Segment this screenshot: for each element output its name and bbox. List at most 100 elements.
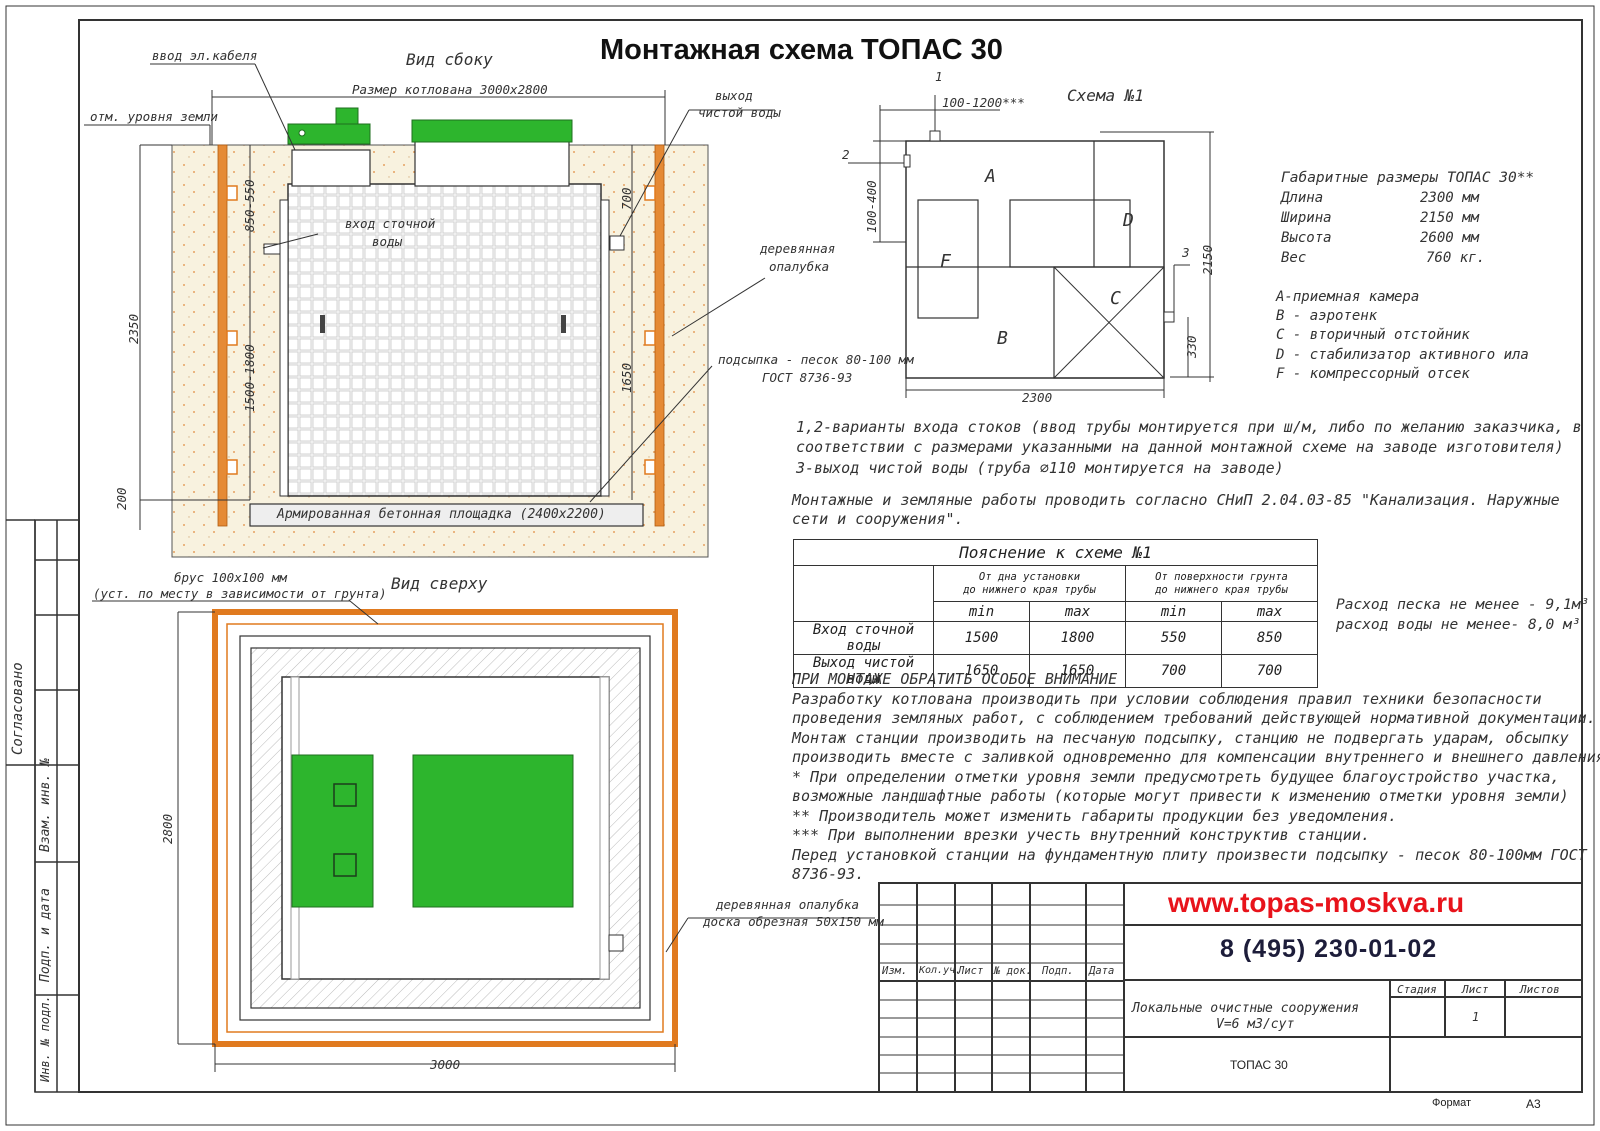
stamp-sheet: Лист (1462, 983, 1489, 996)
dim-850-550: 850-550 (242, 179, 257, 232)
top-formwork-label-2: доска обрезная 50x150 мм (703, 914, 884, 929)
attention-line: проведения земляных работ, с соблюдением… (792, 709, 1596, 727)
legend-item: A-приемная камера (1276, 289, 1420, 305)
scheme-n1: 1 (935, 69, 943, 84)
table-row: Выход чистой воды 1650 1650 700 700 (793, 654, 1318, 688)
dimension-key: Длина (1281, 190, 1324, 206)
scheme-outline (905, 140, 1165, 379)
scheme-dim-100-1200: 100-1200*** (942, 95, 1025, 110)
stamp-col: Изм. (882, 965, 908, 977)
scheme-zone-b: B (997, 328, 1008, 349)
col-max: max (1029, 601, 1126, 622)
attention-line: *** При выполнении врезки учесть внутрен… (792, 826, 1370, 844)
table-group-surface: От поверхности грунта до нижнего края тр… (1125, 565, 1318, 602)
col-max: max (1221, 601, 1318, 622)
dim-200: 200 (114, 487, 129, 510)
group-surface-line-2: до нижнего края трубы (1155, 583, 1288, 596)
row-label: Выход чистой воды (793, 654, 934, 688)
stamp-description-2: V=6 м3/сут (1216, 1017, 1295, 1032)
attention-line: производить вместе с заливкой одновремен… (792, 748, 1600, 766)
website-link[interactable]: www.topas-moskva.ru (1168, 887, 1465, 918)
scheme-dim-100-400: 100-400 (864, 180, 879, 233)
green-lid-large (411, 119, 573, 143)
dimension-value: 2150 мм (1420, 210, 1480, 226)
attention-line: Разработку котлована производить при усл… (792, 690, 1542, 708)
green-lid-large-top (412, 754, 574, 908)
scheme-dim-330: 330 (1184, 335, 1199, 358)
formwork-left (217, 144, 228, 527)
formwork-right (654, 144, 665, 527)
sand-label-2: ГОСТ 8736-93 (762, 370, 853, 385)
top-view-drawing (92, 600, 875, 1072)
beam-label-1: брус 100x100 мм (174, 570, 287, 585)
sewage-in-label-2: воды (372, 234, 403, 249)
table-row: Вход сточной воды 1500 1800 550 850 (793, 621, 1318, 655)
note-line: соответствии с размерами указанными на д… (796, 438, 1564, 456)
sewage-in-label-1: вход сточной (345, 216, 436, 231)
stamp-description-1: Локальные очистные сооружения (1132, 1001, 1359, 1016)
legend-item: F - компрессорный отсек (1276, 366, 1470, 382)
table-title: Пояснение к схеме №1 (793, 539, 1318, 566)
scheme-zone-d: D (1123, 210, 1134, 231)
dimension-value: 760 кг. (1426, 250, 1486, 266)
stamp-col: Кол.уч. (919, 965, 962, 976)
note-line: Монтажные и земляные работы проводить со… (792, 491, 1560, 509)
stamp-col: Лист (958, 965, 984, 977)
cell: 1500 (933, 621, 1030, 655)
side-stamp-inventory: Инв. № подл. (38, 995, 52, 1082)
attention-line: Перед установкой станции на фундаментную… (792, 846, 1587, 864)
group-bottom-line-1: От дна установки (978, 570, 1081, 583)
top-formwork-label-1: деревянная опалубка (716, 897, 859, 912)
dimension-key: Высота (1281, 230, 1332, 246)
formwork-label-1: деревянная (760, 241, 836, 256)
concrete-pad (249, 503, 644, 527)
group-surface-line-1: От поверхности грунта (1155, 570, 1288, 583)
attention-line: 8736-93. (792, 865, 865, 883)
top-view-title: Вид сверху (391, 574, 488, 593)
cell: 1800 (1029, 621, 1126, 655)
stamp-sheet-number: 1 (1472, 1010, 1480, 1024)
dimension-key: Вес (1281, 250, 1307, 266)
stamp-stage: Стадия (1397, 983, 1437, 996)
beam-label-2: (уст. по месту в зависимости от грунта) (93, 586, 387, 601)
cell: 1650 (933, 654, 1030, 688)
scheme-1-drawing (848, 95, 1214, 398)
formwork-label-2: опалубка (769, 259, 830, 274)
group-bottom-line-2: до нижнего края трубы (963, 583, 1096, 596)
side-view-title: Вид сбоку (406, 50, 493, 69)
side-stamp-replacement: Взам. инв. № (38, 758, 53, 852)
side-stamp-approved: Согласовано (10, 662, 26, 755)
pit-size-label: Размер котлована 3000x2800 (352, 82, 548, 97)
stamp-sheets: Листов (1520, 983, 1560, 996)
dim-1500-1800: 1500-1800 (242, 344, 257, 412)
phone-number[interactable]: 8 (495) 230-01-02 (1220, 935, 1438, 963)
dimensions-header: Габаритные размеры ТОПАС 30** (1281, 170, 1535, 186)
clean-water-out-label-2: чистой воды (698, 105, 781, 120)
scheme-dim-2150: 2150 (1200, 244, 1215, 275)
scheme-n2: 2 (842, 147, 850, 162)
green-lid-small-top (291, 754, 374, 908)
dim-3000: 3000 (430, 1057, 461, 1072)
cell: 700 (1125, 654, 1222, 688)
stamp-col: Подп. (1042, 965, 1074, 977)
title-block-lines (878, 882, 1583, 1093)
dim-2800: 2800 (160, 813, 175, 844)
side-stamp (6, 519, 80, 1093)
concrete-pad-label: Армированная бетонная площадка (2400x220… (277, 507, 606, 522)
scheme-zone-f: F (940, 251, 951, 272)
clean-water-out-label-1: выход (715, 88, 753, 103)
note-line: сети и сооружения". (792, 510, 964, 528)
attention-line: Монтаж станции производить на песчаную п… (792, 729, 1569, 747)
scheme-zone-c: C (1110, 288, 1121, 309)
scheme-n3: 3 (1182, 245, 1190, 260)
scheme-dim-2300: 2300 (1022, 390, 1053, 405)
ground-level-label: отм. уровня земли (90, 109, 218, 124)
dimension-key: Ширина (1281, 210, 1332, 226)
side-view-drawing (84, 63, 775, 558)
col-min: min (933, 601, 1030, 622)
stamp-col: Дата (1089, 965, 1115, 977)
note-line: 3-выход чистой воды (труба ∅110 монтируе… (796, 459, 1284, 477)
outer-border (5, 5, 1595, 1126)
cell: 550 (1125, 621, 1222, 655)
